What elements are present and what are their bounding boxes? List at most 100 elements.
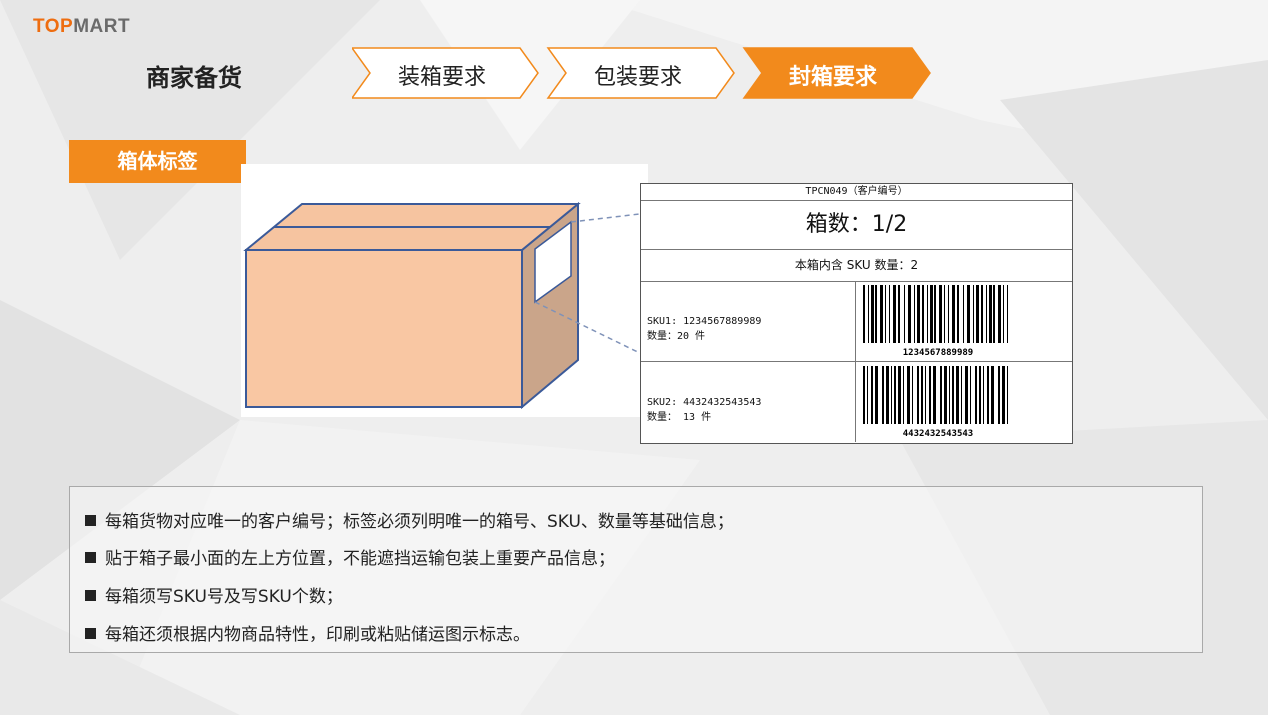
barcode-bar (930, 285, 933, 343)
barcode-bar (963, 285, 964, 343)
barcode-bar (875, 366, 878, 424)
barcode-bar (925, 366, 926, 424)
note-text: 每箱货物对应唯一的客户编号；标签必须列明唯一的箱号、SKU、数量等基础信息； (105, 512, 734, 532)
note-item: 贴于箱子最小面的左上方位置，不能遮挡运输包装上重要产品信息； (85, 544, 615, 569)
barcode-bar (886, 366, 889, 424)
bullet-square-icon (85, 628, 96, 639)
brand-logo-mart: MART (73, 16, 131, 37)
barcode-bar (889, 285, 890, 343)
barcode-bar (944, 285, 945, 343)
step-1-shape (352, 47, 539, 99)
note-item: 每箱须写SKU号及写SKU个数； (85, 582, 343, 607)
section-tag: 箱体标签 (69, 140, 246, 183)
barcode-bar (917, 285, 920, 343)
barcode-bar (1002, 366, 1005, 424)
barcode-bar (1007, 366, 1008, 424)
label-divider (855, 281, 856, 361)
label-item-2-sku: SKU2: 4432432543543 (647, 397, 762, 408)
barcode-bar (914, 285, 915, 343)
barcode-bar (891, 366, 892, 424)
note-text: 每箱须写SKU号及写SKU个数； (105, 587, 343, 607)
barcode-bar (948, 285, 949, 343)
page-title: 商家备货 (146, 64, 242, 92)
barcode-bar (973, 285, 974, 343)
barcode-bar (952, 285, 955, 343)
box-label-sample: TPCN049（客户编号） 箱数：1/2 本箱内含 SKU 数量：2 SKU1:… (640, 183, 1073, 444)
barcode-bar (956, 366, 959, 424)
barcode-bar (894, 366, 896, 424)
barcode-bar (949, 366, 950, 424)
barcode-bar (1003, 285, 1004, 343)
barcode-bar (880, 285, 883, 343)
barcode-bar (991, 366, 994, 424)
barcode-bar (868, 285, 869, 343)
barcode-bar (927, 285, 928, 343)
label-box-count: 箱数：1/2 (641, 201, 1072, 250)
label-item-2: SKU2: 4432432543543 数量： 13 件 44324325435… (641, 362, 1072, 442)
barcode-bar (922, 285, 924, 343)
note-item: 每箱货物对应唯一的客户编号；标签必须列明唯一的箱号、SKU、数量等基础信息； (85, 507, 734, 532)
barcode-bar (898, 285, 900, 343)
barcode-bar (885, 285, 886, 343)
barcode-bar (981, 285, 983, 343)
barcode-bar (933, 366, 936, 424)
barcode-bar (907, 366, 910, 424)
step-navigation: 装箱要求 包装要求 封箱要求 (352, 47, 932, 99)
barcode-bar (986, 285, 987, 343)
barcode-bar (871, 366, 873, 424)
barcode-bar (998, 366, 1000, 424)
barcode-bar (952, 366, 954, 424)
label-sku-count: 本箱内含 SKU 数量：2 (641, 250, 1072, 282)
step-3-shape (742, 47, 931, 99)
step-1-label[interactable]: 装箱要求 (398, 65, 487, 90)
barcode-bar (903, 366, 904, 424)
label-item-2-qty: 数量： 13 件 (647, 412, 712, 423)
note-text: 贴于箱子最小面的左上方位置，不能遮挡运输包装上重要产品信息； (105, 549, 615, 569)
barcode-bar (957, 285, 959, 343)
bullet-square-icon (85, 515, 96, 526)
carton-illustration (241, 164, 649, 417)
note-text: 每箱还须根据内物商品特性，印刷或粘贴储运图示标志。 (105, 625, 530, 645)
barcode-bar (875, 285, 877, 343)
barcode-bar (987, 366, 989, 424)
barcode-bar (965, 366, 968, 424)
barcode-bar (944, 366, 947, 424)
barcode-bar (998, 285, 1001, 343)
barcode-bar (934, 285, 936, 343)
barcode-bar (912, 366, 913, 424)
requirements-notes: 每箱货物对应唯一的客户编号；标签必须列明唯一的箱号、SKU、数量等基础信息； 贴… (69, 486, 1203, 653)
barcode-bar (867, 366, 868, 424)
step-3-label[interactable]: 封箱要求 (789, 65, 878, 90)
label-item-1-sku: SKU1: 1234567889989 (647, 316, 762, 327)
barcode-bar (893, 285, 896, 343)
barcode-bar (908, 285, 911, 343)
barcode-bar (863, 285, 865, 343)
barcode-bar (917, 366, 919, 424)
barcode-bar (1007, 285, 1008, 343)
barcode-bar (882, 366, 884, 424)
label-item-1-qty: 数量：20 件 (647, 331, 706, 342)
label-item-1: SKU1: 1234567889989 数量：20 件 123456788998… (641, 281, 1072, 362)
note-item: 每箱还须根据内物商品特性，印刷或粘贴储运图示标志。 (85, 620, 530, 645)
bullet-square-icon (85, 590, 96, 601)
step-arrows (352, 47, 931, 99)
barcode-bar (863, 366, 865, 424)
barcode-bar (983, 366, 984, 424)
label-title: TPCN049（客户编号） (641, 184, 1072, 201)
step-2-label[interactable]: 包装要求 (594, 65, 683, 90)
step-2-shape (546, 47, 735, 99)
barcode-bar (904, 285, 905, 343)
barcode-bar (940, 366, 942, 424)
barcode-bar (921, 366, 923, 424)
barcode-bar (898, 366, 901, 424)
barcode-2-text: 4432432543543 (903, 429, 973, 438)
barcode-bar (975, 366, 977, 424)
barcode-2: 4432432543543 (863, 366, 1008, 438)
carton-icon (243, 201, 649, 410)
barcode-bar (939, 285, 942, 343)
brand-logo-top: TOP (33, 16, 74, 37)
barcode-bar (961, 366, 962, 424)
barcode-bar (929, 366, 931, 424)
barcode-bar (989, 285, 992, 343)
barcode-bar (967, 285, 970, 343)
